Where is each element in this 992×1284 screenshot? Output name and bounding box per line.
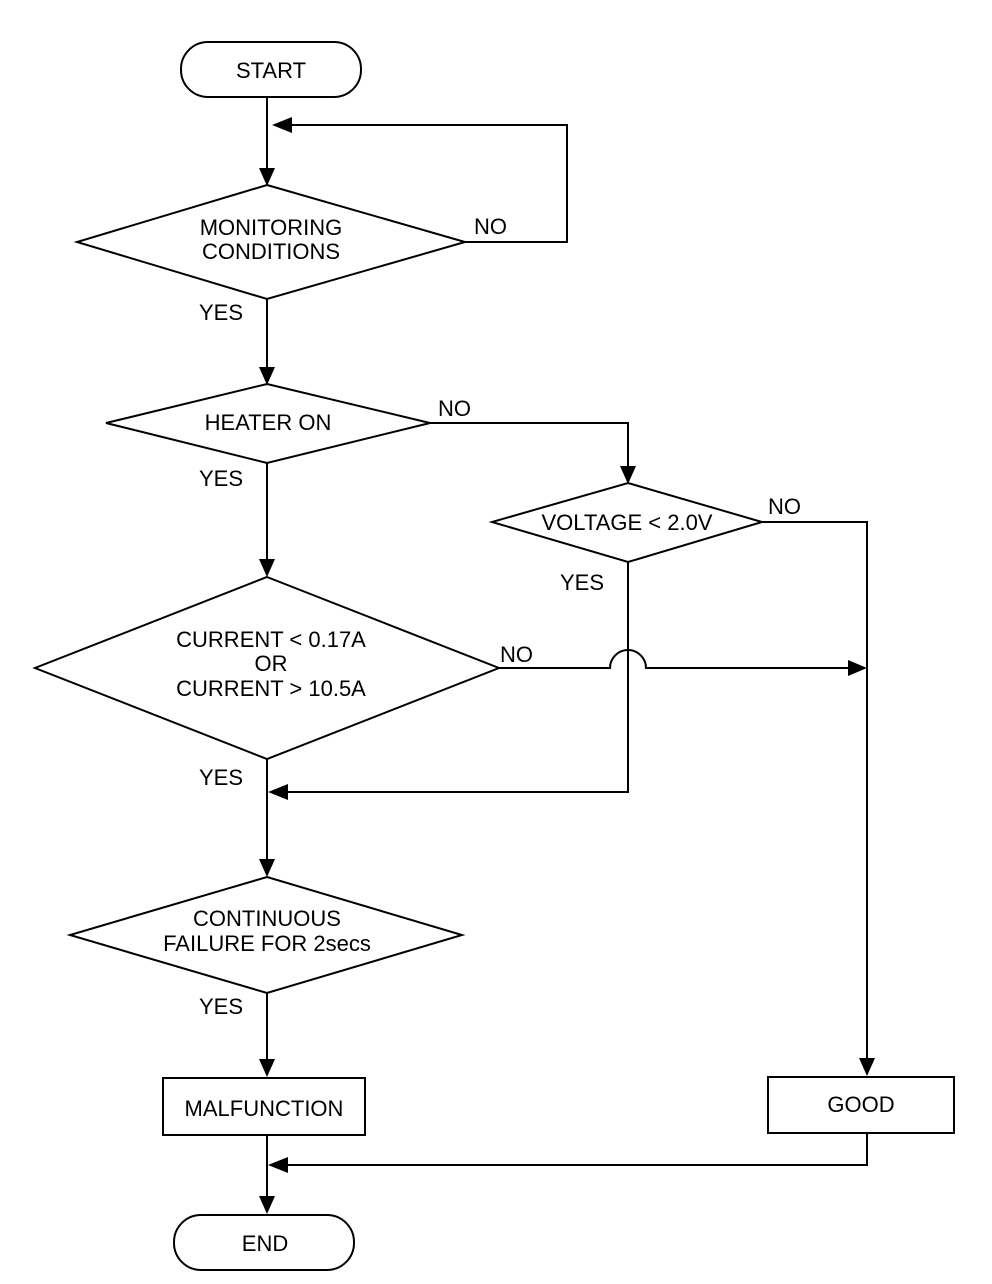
monitoring-label-line1: MONITORING bbox=[200, 215, 343, 240]
voltage-no-label: NO bbox=[768, 494, 801, 519]
arrowhead bbox=[259, 367, 275, 385]
edge-good-end bbox=[286, 1133, 868, 1166]
arrowhead bbox=[272, 117, 292, 133]
edge-voltage-no-good bbox=[762, 521, 868, 1062]
arrowhead bbox=[848, 660, 867, 676]
end-terminal-shape bbox=[173, 1214, 355, 1271]
current-decision-shape bbox=[32, 575, 502, 761]
arrowhead bbox=[259, 559, 275, 577]
branch-labels: NO YES NO YES NO YES NO YES YES bbox=[199, 214, 801, 1019]
edge-monitoring-no-loop bbox=[286, 124, 568, 243]
monitoring-decision-shape bbox=[73, 183, 469, 301]
arrowhead bbox=[859, 1058, 875, 1076]
arrowhead bbox=[268, 784, 288, 800]
node-good: GOOD bbox=[767, 1076, 955, 1134]
node-start: START bbox=[180, 41, 362, 98]
continuous-decision-shape bbox=[66, 875, 466, 995]
monitoring-label-line2: CONDITIONS bbox=[202, 239, 340, 264]
arrowhead bbox=[259, 1196, 275, 1214]
end-label: END bbox=[242, 1231, 288, 1256]
node-current: CURRENT < 0.17A OR CURRENT > 10.5A bbox=[32, 575, 502, 761]
heater-label: HEATER ON bbox=[205, 410, 332, 435]
arrowhead bbox=[268, 1157, 288, 1173]
node-continuous-failure: CONTINUOUS FAILURE FOR 2secs bbox=[66, 875, 466, 995]
voltage-yes-label: YES bbox=[560, 570, 604, 595]
node-voltage: VOLTAGE < 2.0V bbox=[488, 481, 766, 564]
heater-no-label: NO bbox=[438, 396, 471, 421]
heater-yes-label: YES bbox=[199, 466, 243, 491]
monitoring-no-label: NO bbox=[474, 214, 507, 239]
edge-voltage-yes-join bbox=[286, 562, 629, 793]
continuous-label-line2: FAILURE FOR 2secs bbox=[163, 931, 371, 956]
connectors bbox=[266, 97, 868, 1200]
arrowhead bbox=[259, 859, 275, 877]
continuous-label-line1: CONTINUOUS bbox=[193, 906, 341, 931]
voltage-decision-shape bbox=[488, 481, 766, 564]
node-heater-on: HEATER ON bbox=[105, 382, 431, 465]
good-process-shape bbox=[767, 1076, 955, 1134]
arrowhead bbox=[259, 1059, 275, 1077]
start-label: START bbox=[236, 58, 306, 83]
voltage-label: VOLTAGE < 2.0V bbox=[542, 510, 713, 535]
arrowheads bbox=[259, 117, 875, 1214]
current-label-line3: CURRENT > 10.5A bbox=[176, 676, 366, 701]
malfunction-label: MALFUNCTION bbox=[185, 1096, 344, 1121]
heater-decision-shape bbox=[105, 382, 431, 465]
node-malfunction: MALFUNCTION bbox=[162, 1077, 366, 1136]
node-end: END bbox=[173, 1214, 355, 1271]
continuous-yes-label: YES bbox=[199, 994, 243, 1019]
current-label-line2: OR bbox=[255, 651, 288, 676]
current-label-line1: CURRENT < 0.17A bbox=[176, 627, 366, 652]
node-monitoring-conditions: MONITORING CONDITIONS bbox=[73, 183, 469, 301]
current-yes-label: YES bbox=[199, 765, 243, 790]
current-no-label: NO bbox=[500, 642, 533, 667]
monitoring-yes-label: YES bbox=[199, 300, 243, 325]
arrowhead bbox=[259, 168, 275, 186]
edge-current-no-good bbox=[499, 649, 848, 669]
arrowhead bbox=[620, 466, 636, 484]
good-label: GOOD bbox=[827, 1092, 894, 1117]
malfunction-process-shape bbox=[162, 1077, 366, 1136]
start-terminal-shape bbox=[180, 41, 362, 98]
edge-heater-no-voltage bbox=[430, 422, 629, 470]
